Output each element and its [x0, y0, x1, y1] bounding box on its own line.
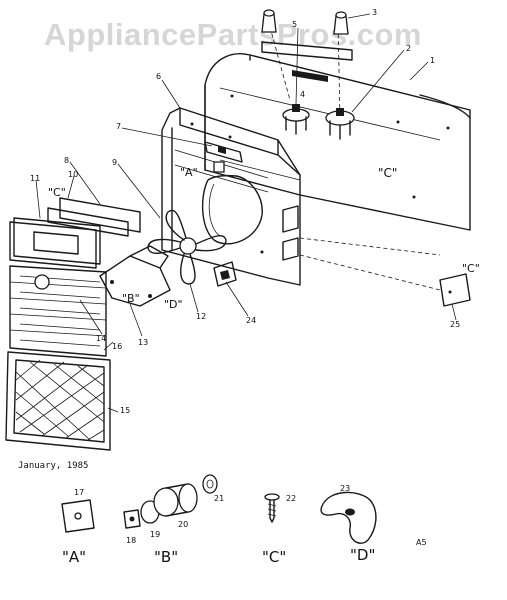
callout-18: 18	[126, 536, 137, 545]
view-letter-a: "A"	[180, 166, 198, 179]
control-knobs	[261, 9, 349, 35]
view-letter-c-side: "C"	[48, 186, 66, 199]
control-rail	[261, 19, 353, 121]
detail-label-b: "B"	[154, 548, 179, 566]
view-letter-d: "D"	[164, 298, 183, 311]
callout-20: 20	[178, 520, 189, 529]
callout-25: 25	[450, 320, 461, 329]
corner-bracket	[439, 273, 471, 307]
callout-15: 15	[120, 406, 131, 415]
rotary-switches	[282, 104, 355, 140]
callout-8: 8	[64, 156, 70, 165]
callout-4: 4	[300, 90, 306, 99]
callout-7: 7	[116, 122, 122, 131]
callout-2: 2	[406, 44, 412, 53]
callout-17: 17	[74, 488, 85, 497]
insert-panels	[47, 197, 141, 237]
callout-11: 11	[30, 174, 41, 183]
figure-code: A5	[416, 538, 427, 547]
watermark-text: AppliancePartsPros.com	[44, 17, 422, 52]
callout-5: 5	[292, 20, 298, 29]
detail-a-part	[61, 499, 95, 533]
detail-label-d: "D"	[350, 546, 376, 564]
detail-c-screw	[264, 493, 280, 523]
leader-lines	[35, 13, 457, 413]
callout-19: 19	[150, 530, 161, 539]
callout-12: 12	[196, 312, 207, 321]
callout-23: 23	[340, 484, 351, 493]
detail-label-c: "C"	[262, 548, 287, 566]
view-letter-b: "B"	[122, 292, 140, 305]
callout-6: 6	[156, 72, 162, 81]
callout-14: 14	[96, 334, 107, 343]
cabinet-shell	[204, 53, 471, 231]
callout-13: 13	[138, 338, 149, 347]
fan-blade	[147, 209, 227, 285]
callout-3: 3	[372, 8, 378, 17]
detail-b-parts	[123, 474, 218, 529]
view-letter-c-top: "C"	[378, 166, 398, 180]
detail-label-a: "A"	[62, 548, 87, 566]
callout-1: 1	[430, 56, 436, 65]
callout-22: 22	[286, 494, 297, 503]
callout-21: 21	[214, 494, 225, 503]
front-grille	[9, 265, 107, 357]
view-letter-c-bracket: "C"	[462, 262, 480, 275]
callout-16: 16	[112, 342, 123, 351]
frame-bracket	[204, 141, 243, 163]
motor-mount	[99, 245, 171, 307]
callout-9: 9	[112, 158, 118, 167]
control-panel-plate	[9, 217, 101, 269]
air-filter	[5, 351, 111, 451]
front-frame	[161, 107, 441, 291]
revision-date: January, 1985	[18, 461, 89, 471]
detail-d-part	[320, 491, 377, 544]
small-switch	[213, 261, 237, 287]
callout-24: 24	[246, 316, 257, 325]
callout-10: 10	[68, 170, 79, 179]
